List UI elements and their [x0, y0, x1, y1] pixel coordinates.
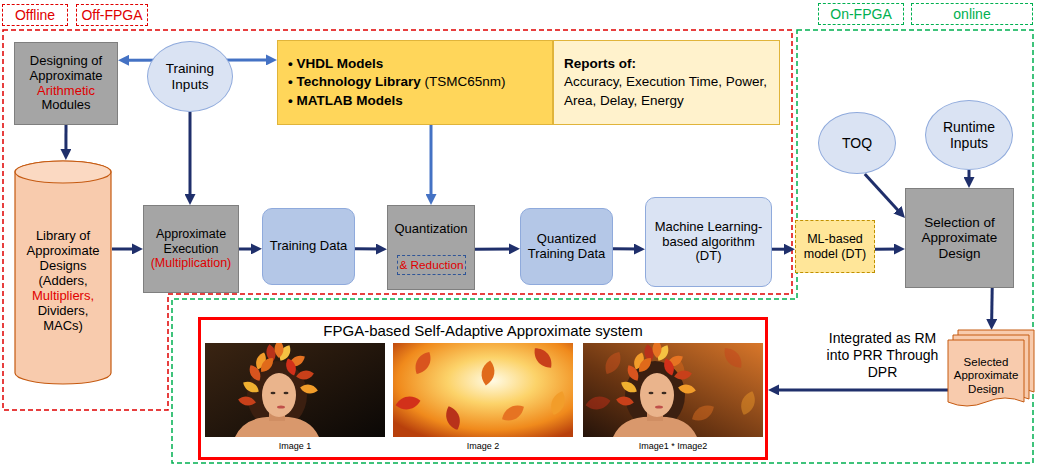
tag-label: Off-FPGA — [76, 4, 148, 26]
online-region — [172, 30, 1033, 463]
input-ellipse: Training Inputs — [147, 41, 233, 112]
text-word: Library — [375, 74, 421, 89]
node-text: Designing of Approximate Arithmetic Modu… — [18, 54, 114, 114]
portrait — [235, 343, 319, 437]
image-two — [393, 343, 573, 437]
tag-label: On-FPGA — [818, 3, 904, 25]
dashed-subbox: & Reduction — [397, 255, 466, 275]
document-stack: Selected Approximate Design — [948, 330, 1035, 412]
arrow-connector — [772, 248, 790, 251]
node-text: Selected Approximate Design — [950, 356, 1022, 396]
node-text: • MATLAB Models — [288, 92, 403, 110]
image-product — [583, 343, 763, 437]
arrow-connector — [189, 112, 192, 200]
model-box: ML-based model (DT) — [795, 220, 875, 273]
node-text: ML-based model (DT) — [799, 232, 871, 261]
node-text: Training Data — [270, 239, 348, 254]
arrow-connector — [865, 174, 902, 214]
system-panel: FPGA-based Self-Adaptive Approximate sys… — [198, 317, 768, 460]
text-word: Designing — [30, 53, 88, 68]
text-word: of — [91, 53, 102, 68]
model-library-box: • VHDL Models• Technology Library (TSMC6… — [277, 40, 553, 125]
node-text: Training Inputs — [151, 61, 229, 92]
data-box: Training Data — [262, 208, 355, 285]
node-text: • VHDL Models — [288, 55, 383, 73]
text-word: Approximate — [27, 243, 100, 258]
node-text: Library of Approximate Designs (Adders, … — [18, 229, 108, 334]
process-box: Approximate Execution (Multiplication) — [143, 205, 239, 293]
process-box: Designing of Approximate Arithmetic Modu… — [14, 42, 118, 125]
text-word: Modules — [41, 97, 90, 112]
text-word: Execution — [164, 242, 219, 256]
input-ellipse: Runtime Inputs — [925, 100, 1013, 170]
node-text: • Technology Library (TSMC65nm) — [288, 73, 506, 91]
node-text: Machine Learning-based algorithm (DT) — [649, 220, 768, 265]
node-text: Runtime Inputs — [929, 119, 1009, 151]
text-word: Library — [36, 228, 76, 243]
text-word: (Multiplication) — [151, 256, 232, 270]
image-one — [205, 343, 385, 437]
node-text: Accuracy, Execution Time, Power, Area, D… — [564, 73, 769, 109]
tag-label: Offline — [2, 4, 68, 26]
text-word: • — [288, 74, 293, 89]
text-word: Approximate — [30, 68, 103, 83]
node-text: Quantized Training Data — [524, 232, 609, 262]
arrow-connector — [239, 247, 257, 250]
node-text: FPGA-based Self-Adaptive Approximate sys… — [201, 322, 765, 339]
arrow-connector — [613, 247, 640, 250]
database-cylinder: Library of Approximate Designs (Adders, … — [14, 160, 112, 385]
text-word: Technology — [297, 74, 372, 89]
text-word: Arithmetic — [37, 83, 95, 98]
node-text: Reports of: — [564, 55, 636, 73]
arrow-connector — [968, 170, 971, 183]
arrow-connector — [355, 247, 382, 250]
node-text: Image 1 — [205, 441, 385, 451]
arrow-connector — [875, 248, 900, 251]
node-text: Offline — [15, 7, 55, 23]
node-text: Off-FPGA — [81, 7, 142, 23]
text-word: MACs) — [43, 318, 83, 333]
process-box: Selection of Approximate Design — [905, 188, 1014, 288]
text-word: (TSMC65nm) — [425, 74, 506, 89]
arrow-connector — [112, 247, 138, 250]
edge-label: Integrated as RM into PRR Through DPR — [820, 330, 945, 380]
arrow-connector — [430, 125, 433, 200]
arrow-connector — [990, 288, 994, 325]
arrow-connector — [773, 388, 948, 391]
node-text: Quantization — [395, 222, 468, 237]
node-text: Image1 * Image2 — [583, 441, 763, 451]
algorithm-box: Machine Learning-based algorithm (DT) — [645, 197, 772, 287]
input-ellipse: TOQ — [818, 112, 896, 174]
reports-box: Reports of:Accuracy, Execution Time, Pow… — [553, 40, 780, 125]
arrow-connector — [475, 247, 515, 250]
text-word: Designs — [40, 258, 87, 273]
process-box: Quantization & Reduction — [387, 205, 475, 290]
data-box: Quantized Training Data — [520, 208, 613, 285]
text-word: of — [79, 228, 90, 243]
node-text: Selection of Approximate Design — [909, 215, 1010, 262]
tag-label: online — [911, 3, 1033, 25]
text-word: Approximate — [156, 227, 226, 241]
text-word: (Adders, — [38, 273, 87, 288]
text-word: Dividers, — [38, 303, 89, 318]
arrow-connector — [64, 125, 67, 155]
node-text: Approximate Execution (Multiplication) — [147, 227, 235, 270]
node-text: Image 2 — [393, 441, 573, 451]
node-text: online — [953, 6, 990, 22]
portrait — [613, 343, 697, 437]
text-word: Multipliers, — [32, 288, 94, 303]
autumn-leaves — [394, 344, 568, 432]
node-text: TOQ — [842, 135, 872, 151]
node-text: & Reduction — [399, 258, 463, 272]
node-text: On-FPGA — [830, 6, 891, 22]
